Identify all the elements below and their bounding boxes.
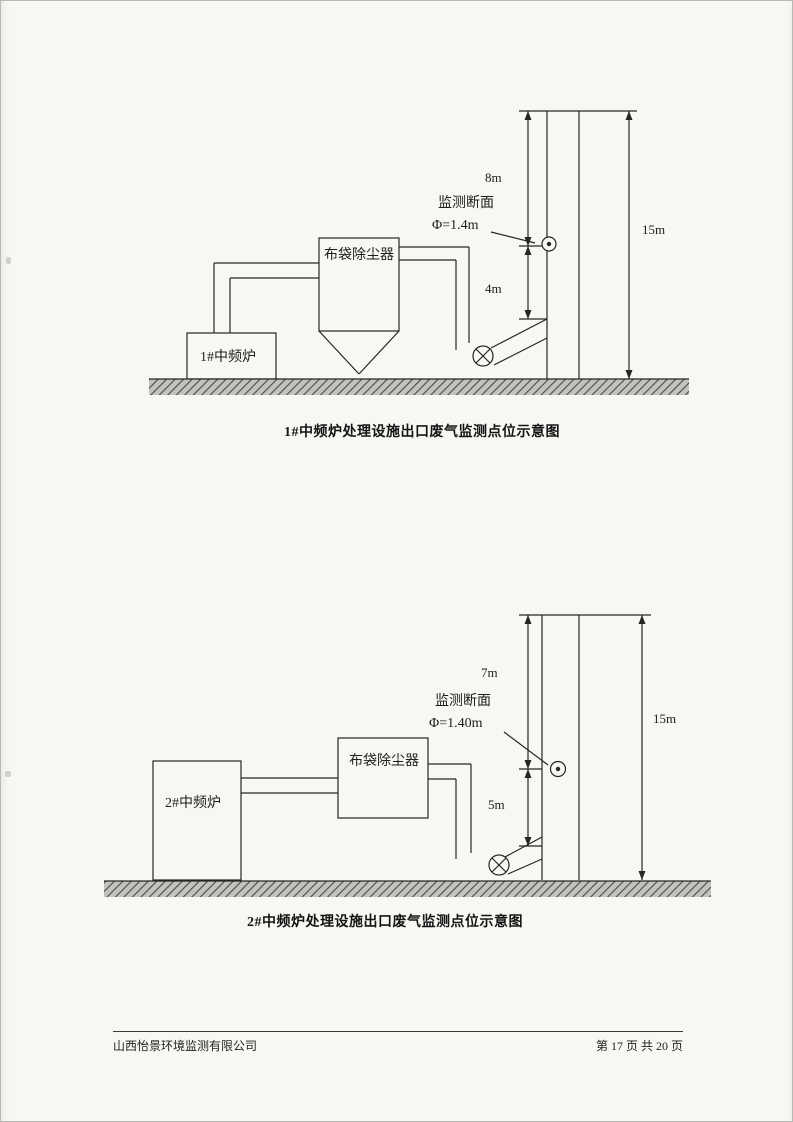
scan-artifact [6,257,11,264]
dimension-4m-label: 4m [485,281,502,296]
dimension-5m-label: 5m [488,797,505,812]
dimension-4m: 4m [485,246,547,320]
dimension-15m-1: 15m [625,111,665,379]
duct-furnace-to-collector-2 [241,777,338,794]
ground-2 [104,880,711,897]
scan-artifact [5,771,11,777]
dimension-7m: 7m [481,615,542,770]
diagram2-caption: 2#中频炉处理设施出口废气监测点位示意图 [247,915,523,930]
fan-icon-1 [472,345,494,367]
dust-collector-2: 布袋除尘器 [337,737,429,819]
monitor-diameter-2: Φ=1.40m [429,716,483,731]
dust-collector-2-label: 布袋除尘器 [349,753,419,769]
dimension-8m-label: 8m [485,170,502,185]
furnace-1-box: 1#中频炉 [186,332,277,380]
furnace-2-label: 2#中频炉 [165,795,221,811]
duct-furnace-to-collector-1 [213,262,319,333]
furnace-1-label: 1#中频炉 [200,349,256,365]
monitoring-port-icon-2 [549,760,567,778]
monitor-diameter-1: Φ=1.4m [432,218,479,233]
monitoring-port-icon-1 [541,236,557,252]
dust-collector-1: 布袋除尘器 [318,237,400,375]
footer-company-name: 山西怡景环境监测有限公司 [113,1039,258,1053]
monitor-annotation-1: 监测断面 Φ=1.4m [432,195,536,244]
dimension-15m-2: 15m [638,615,676,880]
dimension-5m: 5m [488,769,542,847]
monitor-annotation-2: 监测断面 Φ=1.40m [429,693,549,766]
fan-icon-2 [488,854,510,876]
dust-collector-1-label: 布袋除尘器 [324,247,394,263]
dimension-7m-label: 7m [481,665,498,680]
monitor-pointer-line-1 [490,231,536,244]
dimension-15m-2-label: 15m [653,711,676,726]
monitor-pointer-line-2 [503,731,549,766]
diagram-2-drawing: 7m 5m 15m 监测断面 Φ=1.40m [104,614,711,897]
duct-collector-to-stack-2 [428,763,543,875]
diagram1-caption: 1#中频炉处理设施出口废气监测点位示意图 [284,425,560,440]
monitor-title-2: 监测断面 [435,693,491,709]
furnace-2-box: 2#中频炉 [152,760,242,881]
diagram-1-drawing: 8m 4m 15m 监测断面 Φ=1.4m [149,110,689,395]
dimension-8m: 8m [485,111,547,247]
stack-2 [541,615,580,880]
footer-page-number: 第 17 页 共 20 页 [595,1039,683,1053]
duct-collector-to-stack-1 [399,246,548,366]
monitor-title-1: 监测断面 [438,195,494,211]
dimension-15m-1-label: 15m [642,222,665,237]
page-footer: 山西怡景环境监测有限公司 第 17 页 共 20 页 [113,1031,683,1054]
ground-1 [149,378,689,395]
